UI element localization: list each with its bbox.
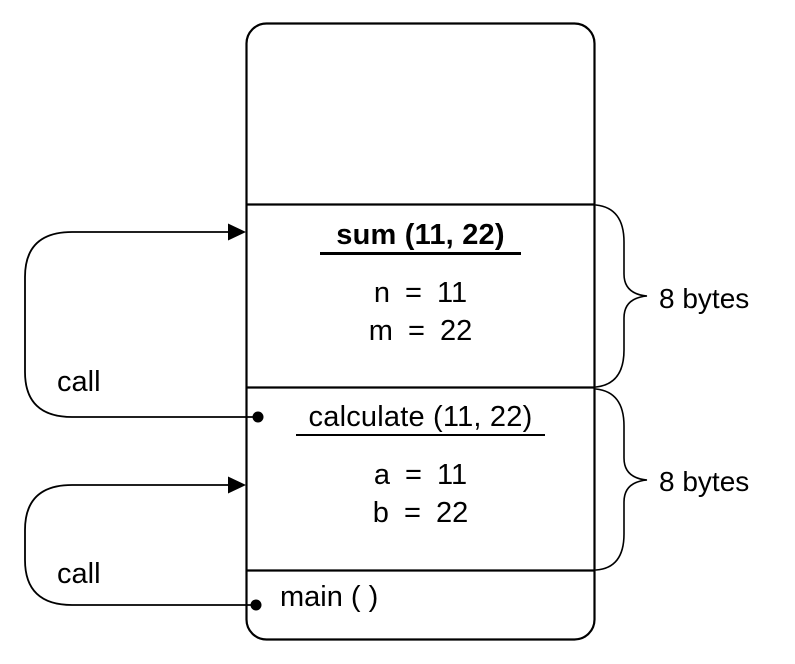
size-brace-icon-calculate xyxy=(595,388,648,571)
frame-sum: sum (11, 22) xyxy=(246,218,595,255)
variable-line: m = 22 xyxy=(368,315,473,347)
size-brace-icon-sum xyxy=(595,204,648,388)
call-arrow-calculate-to-sum xyxy=(24,231,259,418)
variable-line: a = 11 xyxy=(373,459,468,491)
frame-calculate-title: calculate (11, 22) xyxy=(295,400,546,436)
call-origin-dot-icon xyxy=(252,411,264,423)
frame-sum-title: sum (11, 22) xyxy=(320,218,521,255)
variable-line: b = 22 xyxy=(372,497,469,529)
call-origin-dot-icon xyxy=(250,599,262,611)
arrowhead-icon xyxy=(228,476,246,494)
stack-outline xyxy=(245,22,596,641)
call-arrow-main-to-calculate xyxy=(24,484,257,606)
arrowhead-icon xyxy=(228,223,246,241)
variable-line: n = 11 xyxy=(373,277,468,309)
size-label-sum: 8 bytes xyxy=(659,283,750,314)
call-label-1: call xyxy=(57,366,101,398)
frame-calculate-variables: a = 11 b = 22 xyxy=(246,456,595,532)
frame-main-title: main ( ) xyxy=(280,581,379,613)
frame-sum-variables: n = 11 m = 22 xyxy=(246,274,595,350)
call-label-2: call xyxy=(57,558,101,590)
frame-calculate: calculate (11, 22) xyxy=(246,400,595,436)
size-label-calculate: 8 bytes xyxy=(659,466,750,497)
